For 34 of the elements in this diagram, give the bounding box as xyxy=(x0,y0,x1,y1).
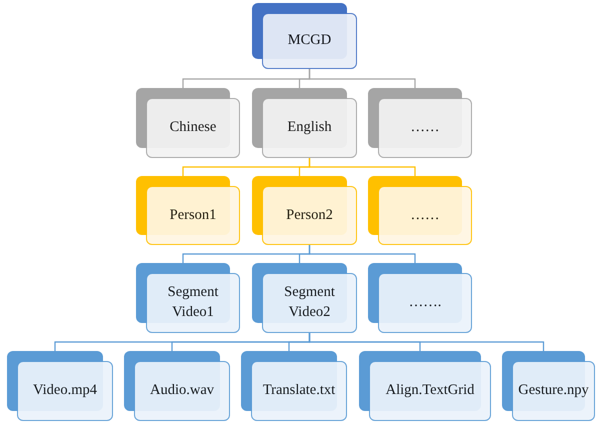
hierarchy-box xyxy=(252,263,357,333)
node-label: ……. xyxy=(408,293,442,312)
node-label: Person1 xyxy=(170,206,216,225)
node-label: …… xyxy=(410,118,440,138)
node-label: Audio.wav xyxy=(150,381,214,400)
connector-line xyxy=(308,333,544,351)
hierarchy-box xyxy=(7,351,113,421)
connector-line xyxy=(308,245,416,263)
node-label: Segment Video2 xyxy=(283,283,336,322)
hierarchy-box xyxy=(368,176,472,245)
hierarchy-box xyxy=(359,351,491,421)
node-label: Chinese xyxy=(170,118,216,138)
node-label: Segment Video1 xyxy=(166,283,220,322)
hierarchy-box xyxy=(136,176,240,245)
node-label: MCGD xyxy=(288,31,332,50)
hierarchy-box xyxy=(502,351,595,421)
hierarchy-box xyxy=(252,88,357,158)
node-label: English xyxy=(287,118,332,138)
hierarchy-box xyxy=(252,3,357,69)
node-label: Gesture.npy xyxy=(518,381,589,400)
node-label: …… xyxy=(410,206,440,225)
hierarchy-box xyxy=(136,263,240,333)
connector-line xyxy=(308,69,416,88)
hierarchy-box xyxy=(368,263,472,333)
hierarchy-box xyxy=(124,351,230,421)
node-label: Align.TextGrid xyxy=(386,381,474,400)
node-label: Video.mp4 xyxy=(33,381,97,400)
hierarchy-box xyxy=(241,351,347,421)
hierarchy-box xyxy=(368,88,472,158)
node-label: Person2 xyxy=(286,206,333,225)
hierarchy-box xyxy=(136,88,240,158)
hierarchy-box xyxy=(252,176,357,245)
node-label: Translate.txt xyxy=(262,381,336,400)
connector-line xyxy=(308,158,416,176)
